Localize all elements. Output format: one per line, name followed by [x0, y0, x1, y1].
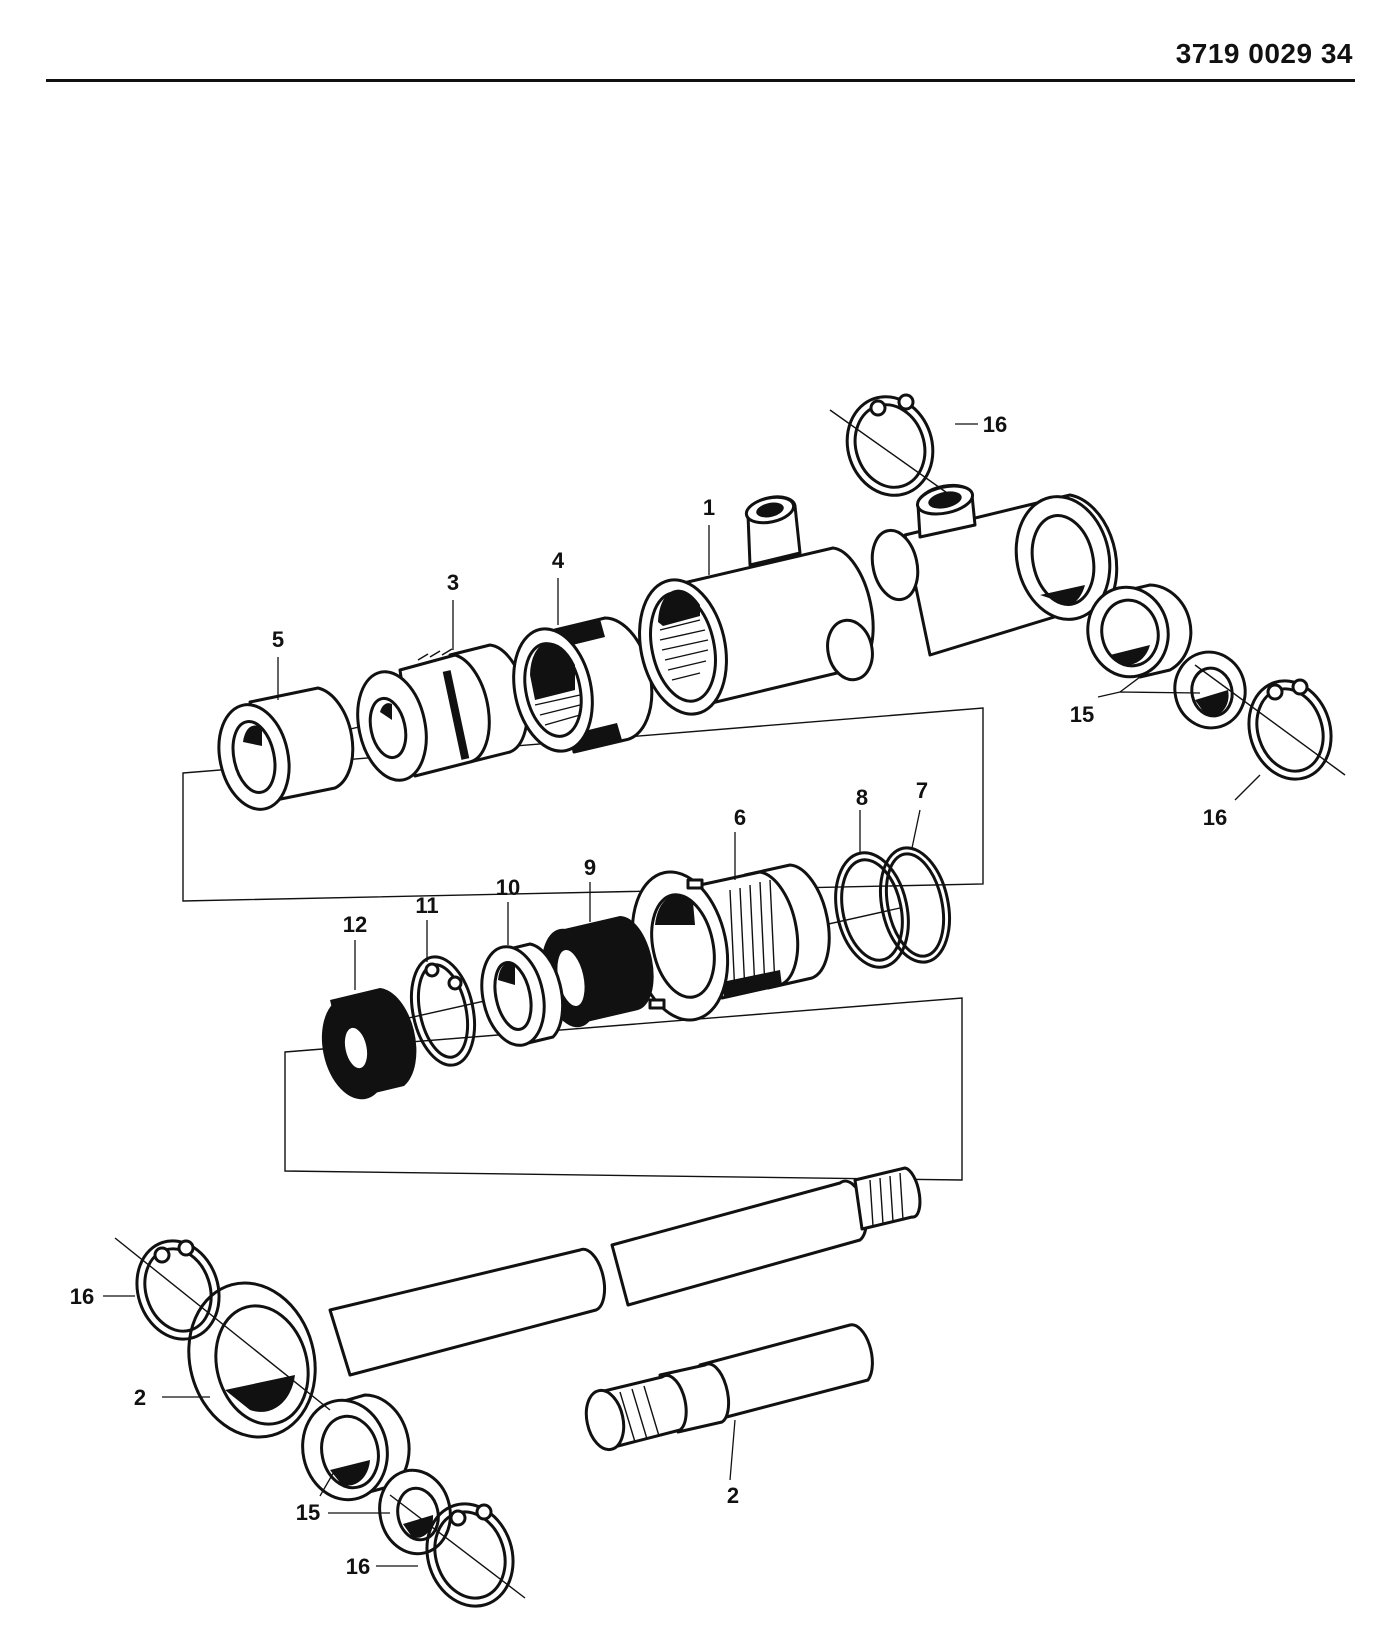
- callout-16-top: 16: [983, 412, 1007, 437]
- part-10-washer: [480, 942, 565, 1047]
- callout-12: 12: [343, 912, 367, 937]
- part-5-sleeve: [217, 686, 355, 811]
- lower-assembly-frame: [284, 997, 963, 1181]
- part-16-circlip-top: [829, 393, 951, 497]
- callout-5: 5: [272, 627, 284, 652]
- part-2-rod-end: [584, 1323, 874, 1452]
- part-1-clevis-head: [870, 483, 1119, 657]
- callout-16-bottom: 16: [346, 1554, 370, 1579]
- callout-2-rod-eye: 2: [134, 1385, 146, 1410]
- callout-6: 6: [734, 805, 746, 830]
- callouts: 1 2 2 3 4 5 6 7 8 9 10 11 12 15 15 16 16…: [70, 412, 1227, 1579]
- callout-15-right: 15: [1070, 702, 1094, 727]
- callout-7: 7: [916, 778, 928, 803]
- callout-11: 11: [415, 893, 438, 918]
- part-8-ring: [834, 851, 910, 969]
- part-4-bush: [512, 616, 654, 754]
- part-12-wiper: [321, 988, 417, 1100]
- upper-assembly-frame: [182, 707, 984, 902]
- part-6-gland: [630, 863, 831, 1022]
- callout-16-right: 16: [1203, 805, 1227, 830]
- page-number: 3719 0029 34: [1175, 38, 1353, 69]
- callout-15-lower: 15: [296, 1500, 320, 1525]
- part-16-circlip-bottom: [389, 1494, 526, 1608]
- callout-1: 1: [703, 495, 715, 520]
- part-16-circlip-left: [114, 1237, 331, 1411]
- header-rule: [46, 79, 1355, 82]
- callout-2-rod-end: 2: [727, 1483, 739, 1508]
- part-2-piston-rod: [187, 1166, 922, 1439]
- part-7-ring: [879, 846, 951, 964]
- callout-10: 10: [496, 875, 520, 900]
- callout-16-left: 16: [70, 1284, 94, 1309]
- callout-4: 4: [552, 548, 565, 573]
- part-1-cylinder-tube: [638, 495, 875, 716]
- leader-lines: [103, 423, 1261, 1567]
- part-11-circlip: [410, 955, 476, 1067]
- callout-9: 9: [584, 855, 596, 880]
- callout-3: 3: [447, 570, 459, 595]
- callout-8: 8: [856, 785, 868, 810]
- part-16-circlip-right: [1194, 664, 1346, 781]
- part-15-bearings-right: [1086, 583, 1247, 730]
- part-3-piston: [356, 643, 529, 782]
- part-15-bearings-lower: [301, 1393, 452, 1556]
